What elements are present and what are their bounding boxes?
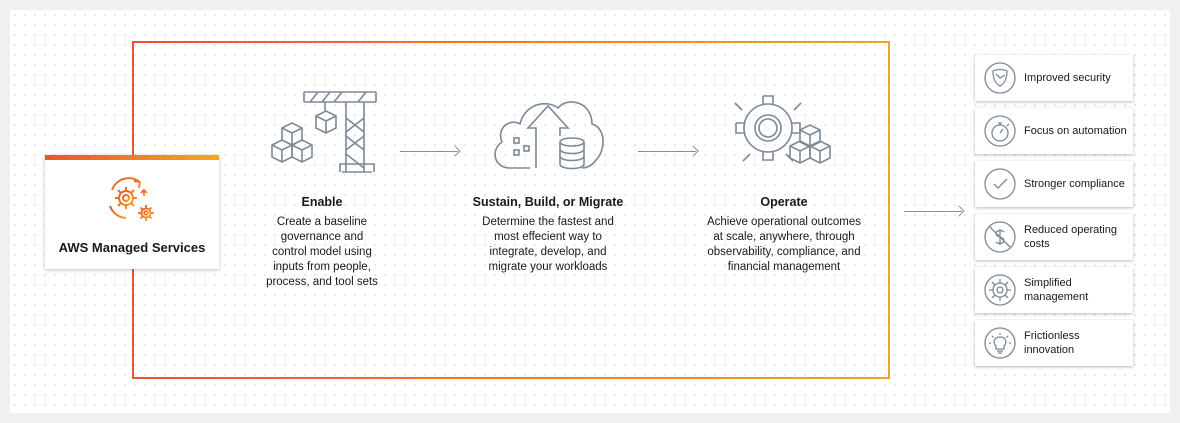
benefit-label: Focus on automation [1024, 124, 1127, 138]
stage-title: Operate [703, 195, 865, 209]
benefit-label: Simplified management [1024, 276, 1127, 304]
checkmark-icon [984, 168, 1016, 200]
arrow-sustain-to-operate [638, 151, 696, 152]
benefit-improved-security: Improved security [975, 55, 1133, 101]
stage-title: Enable [262, 195, 382, 209]
stopwatch-icon [984, 115, 1016, 147]
stage-description: Create a baseline governance and control… [262, 215, 382, 290]
construction-crane-icon [262, 88, 382, 178]
benefit-frictionless-innovation: Frictionless innovation [975, 320, 1133, 366]
benefit-automation: Focus on automation [975, 108, 1133, 154]
stage-enable: Enable Create a baseline governance and … [262, 195, 382, 290]
gear-icon [984, 274, 1016, 306]
arrow-to-benefits [904, 211, 962, 212]
stage-sustain: Sustain, Build, or Migrate Determine the… [468, 195, 628, 275]
arrow-enable-to-sustain [400, 151, 458, 152]
gear-cubes-icon [724, 86, 844, 176]
benefit-simplified-management: Simplified management [975, 267, 1133, 313]
stage-operate: Operate Achieve operational outcomes at … [703, 195, 865, 275]
stage-description: Determine the fastest and most effecient… [468, 215, 628, 275]
benefit-label: Stronger compliance [1024, 177, 1127, 191]
benefit-label: Improved security [1024, 71, 1127, 85]
shield-icon [984, 62, 1016, 94]
benefit-label: Frictionless innovation [1024, 329, 1127, 357]
ams-card-accent-bar [45, 155, 219, 160]
benefit-label: Reduced operating costs [1024, 223, 1127, 251]
cloud-database-icon [488, 88, 608, 178]
benefit-compliance: Stronger compliance [975, 161, 1133, 207]
ams-title: AWS Managed Services [45, 240, 219, 255]
no-dollar-icon [984, 221, 1016, 253]
stage-description: Achieve operational outcomes at scale, a… [703, 215, 865, 275]
stage-title: Sustain, Build, or Migrate [468, 195, 628, 209]
benefit-reduced-costs: Reduced operating costs [975, 214, 1133, 260]
lightbulb-icon [984, 327, 1016, 359]
managed-services-gears-icon [104, 176, 160, 226]
